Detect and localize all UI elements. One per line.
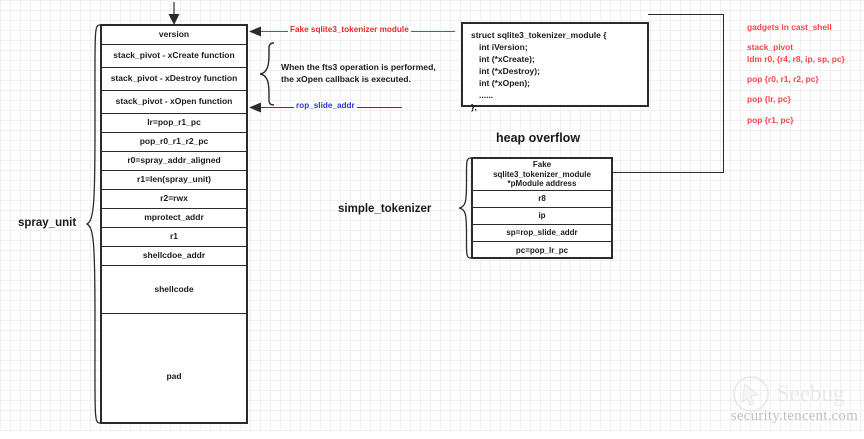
struct-to-tokenizer-vertical-line [723, 14, 724, 172]
spray-unit-label: spray_unit [18, 217, 77, 229]
spray-row-shellcode-addr: shellcdoe_addr [102, 247, 246, 266]
simple-tokenizer-brace [458, 157, 472, 259]
simple-tokenizer-table: Fake sqlite3_tokenizer_module *pModule a… [471, 157, 613, 259]
struct-line-6: }; [471, 102, 478, 113]
struct-to-tokenizer-bottom-line [612, 172, 724, 173]
heap-overflow-label: heap overflow [496, 131, 581, 145]
fts3-note-brace [259, 42, 275, 106]
struct-line-0: struct sqlite3_tokenizer_module { [471, 30, 607, 40]
spray-row-r0: r0=spray_addr_aligned [102, 152, 246, 171]
spray-row-xopen: stack_pivot - xOpen function [102, 91, 246, 114]
seebug-watermark: Seebug security.tencent.com [731, 374, 858, 425]
tok-row-r8: r8 [473, 191, 611, 208]
spray-row-pad: pad [166, 370, 182, 381]
spray-unit-table: version stack_pivot - xCreate function s… [100, 24, 248, 424]
struct-line-4: int (*xOpen); [479, 78, 530, 89]
fake-module-arrow-label: Fake sqlite3_tokenizer module [288, 25, 411, 34]
spray-row-mprotect: mprotect_addr [102, 209, 246, 228]
tok-row-fake-module: Fake sqlite3_tokenizer_module *pModule a… [473, 159, 611, 191]
struct-line-2: int (*xCreate); [479, 54, 535, 65]
spray-row-r1: r1 [102, 228, 246, 247]
tok-row-pc: pc=pop_lr_pc [515, 245, 569, 255]
gadget-item-pop-r1-pc: pop {r1, pc} [747, 114, 794, 125]
struct-to-tokenizer-top-line [648, 14, 724, 15]
spray-row-xdestroy: stack_pivot - xDestroy function [102, 68, 246, 91]
fts3-note-text: When the fts3 operation is performed, th… [281, 62, 436, 85]
sqlite3-tokenizer-module-struct: struct sqlite3_tokenizer_module { int iV… [461, 22, 649, 112]
simple-tokenizer-label: simple_tokenizer [338, 203, 432, 215]
spray-row-r1-len: r1=len(spray_unit) [102, 171, 246, 190]
spray-row-lr: lr=pop_r1_pc [102, 114, 246, 133]
gadget-item-stack-pivot: stack_pivot ldm r0, {r4, r8, ip, sp, pc} [747, 42, 845, 64]
gadgets-title: gadgets in cast_shell [747, 22, 832, 32]
fake-module-arrowhead [249, 26, 261, 37]
gadgets-list: gadgets in cast_shell stack_pivot ldm r0… [747, 22, 845, 126]
spray-row-xcreate: stack_pivot - xCreate function [102, 45, 246, 68]
gadget-item-pop-lr-pc: pop {lr, pc} [747, 94, 791, 105]
struct-line-5: ...... [479, 90, 494, 101]
spray-row-r2-rwx: r2=rwx [102, 190, 246, 209]
spray-top-arrow [168, 2, 180, 25]
seebug-logo-icon [732, 376, 769, 412]
spray-row-version: version [102, 26, 246, 45]
struct-line-1: int iVersion; [479, 42, 528, 53]
gadget-item-pop-r0-r1-r2-pc: pop {r0, r1, r2, pc} [747, 74, 819, 85]
spray-row-pop-r0-r1-r2: pop_r0_r1_r2_pc [102, 133, 246, 152]
tok-row-sp: sp=rop_slide_addr [473, 225, 611, 242]
spray-row-shellcode: shellcode [102, 266, 246, 314]
struct-line-3: int (*xDestroy); [479, 66, 540, 77]
seebug-url-text: security.tencent.com [730, 408, 858, 424]
tok-row-ip: ip [473, 208, 611, 225]
spray-unit-brace [86, 24, 101, 424]
rop-slide-arrow-label: rop_slide_addr [294, 101, 357, 110]
rop-slide-arrowhead [249, 102, 261, 113]
seebug-brand-text: Seebug [776, 381, 845, 406]
